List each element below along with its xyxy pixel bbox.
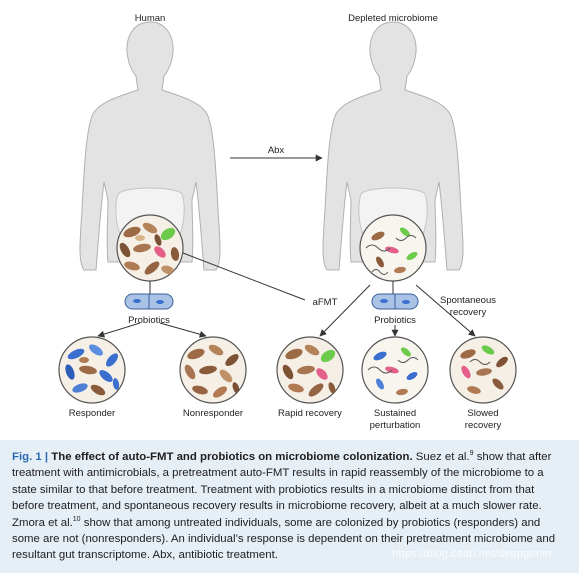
microbiome-circle-nonresponder bbox=[179, 336, 247, 404]
label-abx: Abx bbox=[268, 145, 285, 156]
label-sustained: Sustained bbox=[374, 408, 416, 419]
probiotics-capsule-left bbox=[124, 293, 174, 310]
label-spontaneous: Spontaneous bbox=[440, 295, 496, 306]
microbiome-circle-depleted bbox=[359, 214, 427, 282]
label-responder: Responder bbox=[69, 408, 115, 419]
caption-title: The effect of auto-FMT and probiotics on… bbox=[51, 451, 413, 463]
microbiome-circle-responder bbox=[58, 336, 126, 404]
caption-ref-1: 9 bbox=[469, 450, 474, 458]
arrow-to-rapid-recovery bbox=[319, 284, 371, 337]
label-probiotics-right: Probiotics bbox=[374, 315, 416, 326]
arrow-to-responder bbox=[97, 322, 141, 338]
microbiome-circle-sustained-perturbation bbox=[361, 336, 429, 404]
caption-text-3: show that among untreated individuals, s… bbox=[12, 516, 556, 562]
microbiome-circle-slowed-recovery bbox=[449, 336, 517, 404]
microbiome-figure: Human Depleted microbiome Abx bbox=[58, 13, 517, 431]
label-depleted-microbiome: Depleted microbiome bbox=[348, 13, 438, 24]
figure-caption: Fig. 1 | The effect of auto-FMT and prob… bbox=[0, 440, 579, 573]
microbiome-circle-pretreatment bbox=[116, 214, 184, 282]
microbiome-circle-rapid-recovery bbox=[276, 336, 344, 404]
label-nonresponder: Nonresponder bbox=[183, 408, 243, 419]
caption-fig-label: Fig. 1 | bbox=[12, 451, 49, 463]
label-slowed: Slowed bbox=[467, 408, 498, 419]
afmt-arrow bbox=[182, 252, 306, 301]
label-rapid-recovery: Rapid recovery bbox=[278, 408, 342, 419]
caption-ref-2: 10 bbox=[72, 515, 81, 523]
probiotics-capsule-right bbox=[371, 293, 419, 310]
label-slowed-recovery: recovery bbox=[465, 420, 502, 431]
caption-text-1: Suez et al. bbox=[412, 451, 470, 463]
caption-text-2: show that after treatment with antimicro… bbox=[12, 451, 552, 529]
watermark: https://blog.csdn.net/deepgener bbox=[392, 548, 553, 560]
label-perturbation: perturbation bbox=[370, 420, 421, 431]
label-human: Human bbox=[135, 13, 166, 24]
arrow-to-nonresponder bbox=[159, 322, 207, 338]
arrow-to-slowed bbox=[415, 284, 476, 337]
label-probiotics-left: Probiotics bbox=[128, 315, 170, 326]
label-spontaneous-recovery: recovery bbox=[450, 307, 487, 318]
label-afmt: aFMT bbox=[313, 297, 338, 308]
